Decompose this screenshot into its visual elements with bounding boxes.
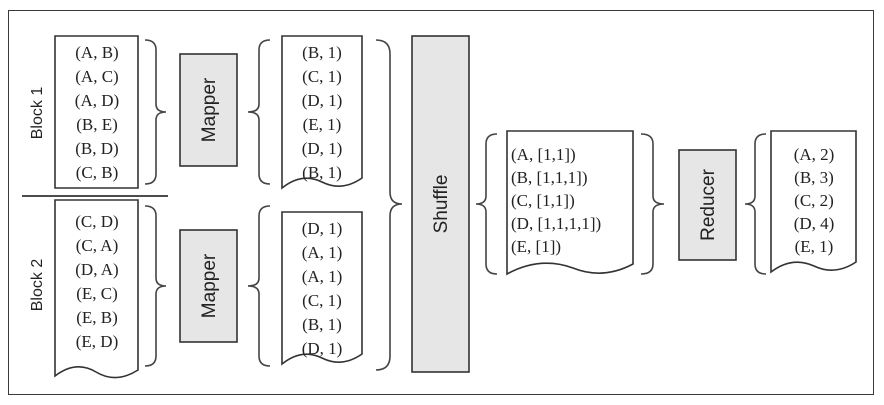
list-item: (B, 1): [302, 43, 342, 62]
list-item: (D, 1): [302, 139, 343, 158]
list-item: (A, 1): [302, 243, 343, 262]
input-block2-list: (C, D) (C, A) (D, A) (E, C) (E, B) (E, D…: [75, 212, 118, 351]
brace-map1-left: [247, 39, 271, 185]
list-item: (B, 1): [302, 163, 342, 182]
reducer-label: Reducer: [698, 168, 719, 240]
list-item: (D, 1): [302, 219, 343, 238]
reducer-output-list: (A, 2) (B, 3) (C, 2) (D, 4) (E, 1): [794, 145, 835, 256]
mapper2-label: Mapper: [199, 253, 220, 318]
block2-label: Block 2: [29, 259, 46, 312]
list-item: (D, 4): [794, 214, 835, 233]
reducer-box: [678, 149, 737, 261]
list-item: (B, 3): [794, 168, 834, 187]
list-item: (B, D): [75, 139, 118, 158]
list-item: (C, [1,1]): [511, 191, 575, 210]
list-item: (A, C): [75, 67, 118, 86]
brace-reducer-left: [744, 133, 767, 275]
reducer-output-doc: [770, 130, 857, 274]
mapper-box-1: [179, 53, 238, 167]
list-item: (D, 1): [302, 339, 343, 358]
list-item: (E, D): [76, 332, 118, 351]
list-item: (D, A): [75, 260, 118, 279]
list-item: (A, D): [75, 91, 119, 110]
list-item: (E, [1]): [511, 237, 561, 256]
list-item: (A, 1): [302, 267, 343, 286]
list-item: (E, C): [76, 284, 118, 303]
list-item: (A, 2): [794, 145, 835, 164]
brace-input1-right: [144, 39, 167, 185]
shuffle-label: Shuffle: [431, 175, 452, 234]
block1-label: Block 1: [29, 87, 46, 140]
input-block1-list: (A, B) (A, C) (A, D) (B, E) (B, D) (C, B…: [75, 43, 119, 182]
list-item: (C, B): [76, 163, 119, 182]
input-doc-block2: [54, 199, 139, 379]
list-item: (C, A): [76, 236, 119, 255]
brace-mapper-outputs-right: [375, 39, 403, 371]
list-item: (E, 1): [795, 237, 834, 256]
list-item: (C, 2): [794, 191, 834, 210]
shuffle-box: [411, 35, 470, 373]
mapper-output-1-list: (B, 1) (C, 1) (D, 1) (E, 1) (D, 1) (B, 1…: [302, 43, 343, 182]
shuffle-output-list: (A, [1,1]) (B, [1,1,1]) (C, [1,1]) (D, […: [511, 145, 601, 256]
list-item: (C, 1): [302, 291, 342, 310]
brace-map2-left: [247, 205, 271, 367]
mapper-box-2: [179, 229, 238, 343]
list-item: (A, B): [75, 43, 118, 62]
mapper-output-doc-1: [281, 35, 363, 190]
list-item: (E, B): [76, 308, 118, 327]
list-item: (B, E): [76, 115, 118, 134]
brace-input2-right: [144, 205, 167, 367]
input-doc-block1: [54, 35, 139, 189]
mapper-output-2-list: (D, 1) (A, 1) (A, 1) (C, 1) (B, 1) (D, 1…: [302, 219, 343, 358]
list-item: (D, [1,1,1,1]): [511, 214, 601, 233]
list-item: (B, [1,1,1]): [511, 168, 587, 187]
diagram-frame: [8, 10, 874, 395]
list-item: (B, 1): [302, 315, 342, 334]
list-item: (C, D): [75, 212, 118, 231]
list-item: (A, [1,1]): [511, 145, 576, 164]
mapper1-label: Mapper: [199, 77, 220, 142]
list-item: (C, 1): [302, 67, 342, 86]
brace-shuffle-output-right: [640, 133, 665, 275]
list-item: (E, 1): [303, 115, 342, 134]
mapper-output-doc-2: [281, 211, 363, 366]
list-item: (D, 1): [302, 91, 343, 110]
brace-shuffle-left: [475, 133, 498, 275]
shuffle-output-doc: [506, 130, 634, 276]
